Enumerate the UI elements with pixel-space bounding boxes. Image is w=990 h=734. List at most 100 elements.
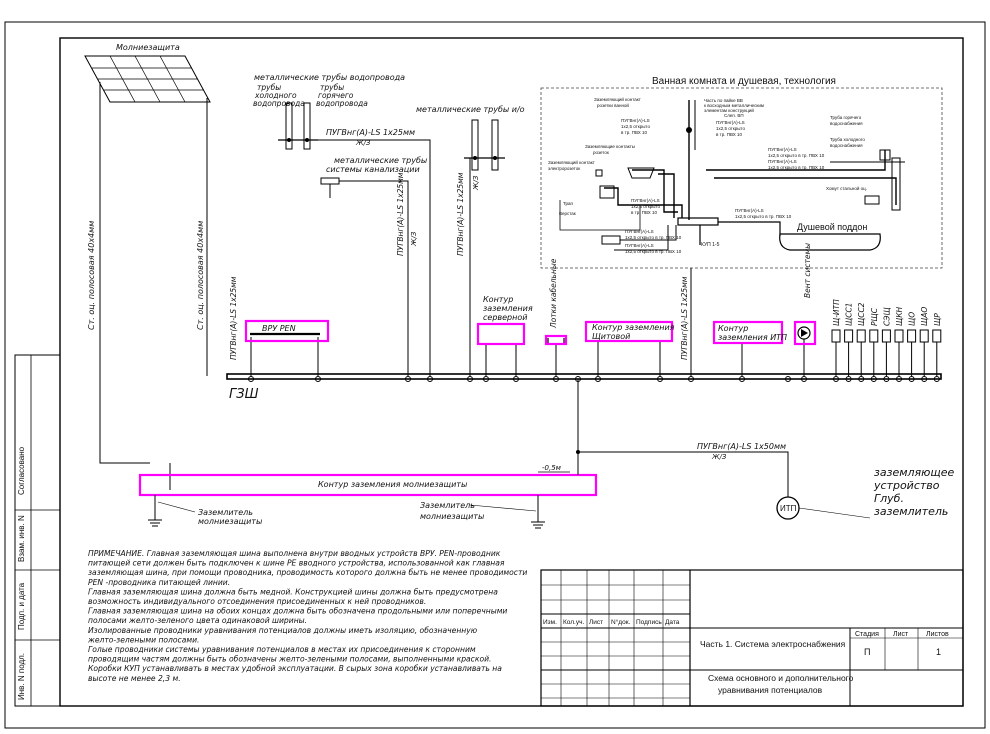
side-inv-sub: Взам. инв. N (17, 515, 26, 562)
note-line: желто-зелеными полосами. (87, 635, 199, 644)
svg-text:ПУГВнг(А)-LS 1х25мм: ПУГВнг(А)-LS 1х25мм (456, 172, 465, 256)
vent-box (793, 320, 817, 346)
stamp-col: Кол.уч. (563, 619, 584, 626)
cable-tray-box (544, 334, 568, 346)
outer-frame (4, 21, 986, 729)
panel-3: РЩС (869, 307, 879, 382)
stamp-col: N°док. (611, 618, 631, 626)
svg-text:ПУГВнг(А)-LS: ПУГВнг(А)-LS (768, 147, 797, 152)
panel-label: ЩКН (895, 306, 904, 326)
lightning-contour-box (138, 473, 598, 497)
title-block (540, 569, 964, 707)
vent-label: Вент системы (803, 243, 812, 298)
svg-text:Щитовой: Щитовой (592, 332, 630, 341)
cable-main: ПУГВнг(А)-LS 1х25мм (326, 128, 415, 137)
svg-text:Слеп. ВП: Слеп. ВП (724, 113, 744, 118)
panel-label: РЩС (870, 307, 879, 326)
side-agreed: Согласовано (17, 446, 26, 495)
svg-text:ПУГВнг(А)-LS 1х25мм: ПУГВнг(А)-LS 1х25мм (229, 276, 238, 360)
itp-symbol: ИТП (780, 504, 797, 513)
server-box (476, 322, 526, 346)
svg-text:Ж/З: Ж/З (472, 175, 480, 191)
bathroom-inset: Ванная комната и душевая, технология Заз… (540, 76, 943, 269)
water-pipes: металлические трубы водопровода трубы хо… (253, 73, 431, 376)
panel-label: ЩСС2 (857, 302, 866, 326)
svg-text:серверной: серверной (483, 313, 527, 322)
bus-label: ГЗШ (229, 387, 259, 402)
panel-2: ЩСС2 (856, 302, 866, 382)
note-line: Коробки КУП устанавливать в местах удобн… (88, 664, 502, 673)
lower-cable: ПУГВнг(А)-LS 1х50мм (697, 442, 786, 451)
vru-label: ВРУ PEN (262, 324, 296, 333)
lower-earthing: ПУГВнг(А)-LS 1х50мм Ж/З -0,5м Заземлител… (148, 379, 955, 529)
svg-text:Ж/З: Ж/З (711, 453, 727, 461)
panel-room-box (584, 320, 674, 343)
svg-text:к восходным металлическим: к восходным металлическим (704, 103, 764, 108)
svg-text:Стадия: Стадия (855, 631, 879, 638)
svg-text:молниезащиты: молниезащиты (198, 517, 262, 526)
bus-equipment: Контур заземления серверной Лотки кабель… (250, 243, 812, 376)
svg-text:ПУГВнг(А)-LS 1х25мм: ПУГВнг(А)-LS 1х25мм (396, 172, 405, 256)
panel-label: ЩАО (920, 307, 929, 326)
note-line: проводящим частям должны быть обозначены… (88, 655, 491, 664)
svg-text:Листов: Листов (926, 631, 949, 638)
svg-text:в тр. ПВХ 10: в тр. ПВХ 10 (716, 132, 742, 137)
bus-terminals (248, 376, 807, 382)
note-line: ПРИМЕЧАНИЕ. Главная заземляющая шина вып… (88, 549, 501, 558)
svg-text:молниезащиты: молниезащиты (420, 512, 484, 521)
svg-text:Заземлитель: Заземлитель (198, 508, 253, 517)
svg-text:водоснабжения: водоснабжения (830, 143, 863, 148)
svg-text:Верстак: Верстак (559, 211, 576, 216)
notes-block: ПРИМЕЧАНИЕ. Главная заземляющая шина вып… (87, 549, 527, 683)
svg-text:1х2,5 открыто в тр. ПВХ 10: 1х2,5 открыто в тр. ПВХ 10 (735, 214, 792, 219)
side-sign-date: Подп. и дата (17, 582, 26, 630)
stamp-title-1: Схема основного и дополнительного (708, 673, 854, 683)
stamp-col: Дата (665, 619, 680, 626)
svg-text:1х2,5 открыто в тр. ПВХ 10: 1х2,5 открыто в тр. ПВХ 10 (625, 235, 682, 240)
svg-text:1х2,5 открыто в тр. ПВХ 10: 1х2,5 открыто в тр. ПВХ 10 (625, 249, 682, 254)
shower-tray-label: Душевой поддон (797, 222, 867, 232)
panel-5: ЩКН (894, 306, 904, 382)
svg-text:системы канализации: системы канализации (326, 165, 420, 174)
svg-text:ПУГВнг(А)-LS: ПУГВнг(А)-LS (625, 229, 654, 234)
svg-text:1х2,5 открыто: 1х2,5 открыто (631, 204, 660, 209)
svg-text:Ж/З: Ж/З (410, 231, 418, 247)
heating-label: металлические трубы и/о (416, 105, 525, 114)
bathroom-title: Ванная комната и душевая, технология (652, 76, 836, 87)
svg-text:ПУГВнг(А)-LS: ПУГВнг(А)-LS (625, 243, 654, 248)
svg-text:розеток: розеток (593, 150, 609, 155)
svg-text:ПУГВнг(А)-LS: ПУГВнг(А)-LS (621, 118, 650, 123)
lightning-contour-label: Контур заземления молниезащиты (318, 480, 467, 489)
note-line: Главная заземляющая шина должна быть мед… (88, 587, 498, 596)
svg-text:Заземлитель: Заземлитель (420, 501, 475, 510)
cable-tray-label: Лотки кабельные (549, 258, 558, 329)
panel-4: СЭЩ (881, 307, 891, 382)
svg-text:металлические трубы: металлические трубы (334, 156, 427, 165)
svg-text:ПУГВнг(А)-LS: ПУГВнг(А)-LS (716, 120, 745, 125)
svg-text:КУП 1-5: КУП 1-5 (701, 242, 720, 248)
svg-text:розетки ванной: розетки ванной (597, 102, 629, 108)
main-earthing-bus (226, 373, 942, 380)
stamp-col: Изм. (543, 619, 557, 626)
svg-text:Глуб.: Глуб. (874, 492, 904, 505)
svg-text:Труба холодного: Труба холодного (830, 137, 865, 142)
svg-text:в тр. ПВХ 10: в тр. ПВХ 10 (621, 130, 647, 135)
svg-text:ПУГВнг(А)-LS: ПУГВнг(А)-LS (735, 208, 764, 213)
note-line: высоте не менее 2,3 м. (88, 674, 181, 683)
svg-text:заземления ИТП: заземления ИТП (718, 333, 787, 342)
svg-text:электророзеток: электророзеток (548, 166, 580, 171)
panel-label: СЭЩ (882, 307, 891, 326)
svg-text:водоснабжения: водоснабжения (830, 121, 863, 126)
lightning-roof: Молниезащита (84, 43, 211, 490)
water-title: металлические трубы водопровода (254, 73, 405, 82)
svg-text:горячего: горячего (318, 91, 354, 100)
svg-text:в тр. ПВХ 10: в тр. ПВХ 10 (631, 210, 657, 215)
note-line: PEN -проводника питающей линии. (88, 578, 230, 587)
panel-0: Щ-ИТП (831, 299, 841, 382)
svg-text:Заземляющий контакт: Заземляющий контакт (548, 159, 595, 165)
svg-text:Заземляющие контакты: Заземляющие контакты (585, 144, 635, 149)
svg-text:Контур заземления: Контур заземления (592, 323, 675, 332)
svg-text:ПУГВнг(А)-LS 1х25мм: ПУГВнг(А)-LS 1х25мм (680, 276, 689, 360)
